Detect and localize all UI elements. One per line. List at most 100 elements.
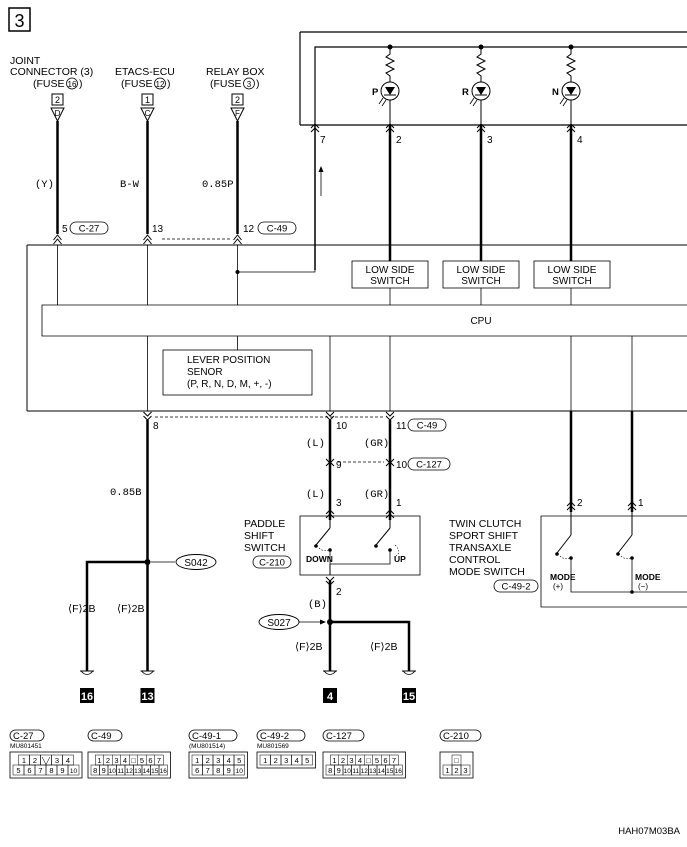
- svg-text:C-127: C-127: [416, 460, 442, 471]
- connector-pin: 4: [123, 756, 127, 765]
- svg-text:C-27: C-27: [79, 224, 100, 235]
- connector-label: C-210: [443, 731, 469, 742]
- svg-text:SENOR: SENOR: [187, 367, 223, 378]
- pin-label: 10: [396, 460, 408, 471]
- connector-tag-c27: C-27: [69, 221, 109, 235]
- connector-pin: 4: [295, 756, 299, 765]
- fuse-number: 3: [247, 80, 252, 89]
- pin-number: 2: [235, 95, 240, 105]
- triangle-letter: D: [55, 109, 61, 118]
- splice-dot: [144, 559, 151, 565]
- connector-pin: 7: [206, 766, 210, 775]
- wire-color: (Y): [35, 179, 54, 191]
- connector-pin: 2: [206, 756, 210, 765]
- mode-switch: TWIN CLUTCH SPORT SHIFT TRANSAXLE CONTRO…: [449, 512, 687, 608]
- connector-pin: 3: [349, 756, 353, 765]
- connector-pin: 11: [117, 768, 124, 775]
- connector-pin: 1: [263, 756, 267, 765]
- svg-text:(P, R, N, D, M, +, -): (P, R, N, D, M, +, -): [187, 379, 272, 390]
- svg-text:16: 16: [81, 691, 93, 703]
- svg-text:13: 13: [141, 691, 153, 703]
- connector-pin: 6: [148, 756, 152, 765]
- triangle-letter: C: [145, 109, 151, 118]
- svg-text:SPORT SHIFT: SPORT SHIFT: [449, 530, 519, 542]
- pin-label: 3: [487, 135, 493, 146]
- svg-text:SWITCH: SWITCH: [244, 542, 285, 554]
- pin-box: [231, 93, 244, 106]
- splice-dot: [327, 619, 333, 625]
- connector-triangle: [230, 107, 245, 123]
- cpu-block: CPU: [41, 304, 687, 337]
- connector-pin: ╲╱: [41, 756, 51, 765]
- ground-4: 4: [323, 688, 337, 703]
- svg-text:CONTROL: CONTROL: [449, 554, 500, 566]
- fuse-label: (FUSE: [121, 78, 153, 90]
- pin-label: 13: [152, 224, 164, 235]
- svg-text:C-210: C-210: [259, 558, 285, 569]
- lever-position-sensor: LEVER POSITION SENOR (P, R, N, D, M, +, …: [162, 349, 313, 396]
- connector-pin: 3: [114, 756, 118, 765]
- svg-text:PADDLE: PADDLE: [244, 518, 285, 530]
- svg-text:TRANSAXLE: TRANSAXLE: [449, 542, 511, 554]
- svg-text:LOW SIDE: LOW SIDE: [366, 265, 415, 276]
- pin-chevrons-top: [53, 234, 242, 245]
- connector-pin: □: [131, 756, 136, 765]
- ecu-box: [26, 244, 687, 412]
- pin-box: [141, 93, 154, 106]
- svg-text:UP: UP: [394, 554, 406, 564]
- source-joint-connector: JOINT CONNECTOR (3) (FUSE 16 ) 2 D: [10, 55, 93, 123]
- connector-pin: 14: [378, 768, 386, 775]
- pin-chevrons-bottom: [143, 411, 395, 421]
- connector-pin: 10: [236, 768, 244, 775]
- connector-pin: 15: [151, 768, 159, 775]
- connector-pin: 9: [60, 766, 64, 775]
- connector-pin: 1: [332, 756, 336, 765]
- fuse-label: (FUSE: [210, 78, 242, 90]
- pin-label: 3: [336, 498, 342, 509]
- svg-text:SWITCH: SWITCH: [370, 276, 409, 287]
- connector-pin: 13: [134, 768, 142, 775]
- pin-label: 2: [336, 587, 342, 598]
- page-number: 3: [14, 11, 24, 31]
- connector-part-number: MU801569: [257, 743, 289, 750]
- indicator-wires: [310, 123, 576, 270]
- connector-pin: 7: [392, 756, 396, 765]
- connector-pin: 5: [375, 756, 379, 765]
- connector-pin: 11: [352, 768, 359, 775]
- connector-pin: 3: [463, 766, 467, 775]
- connector-tag-c49-mid: C-49: [407, 418, 447, 432]
- pin-label: 5: [62, 224, 68, 235]
- fuse-number: 12: [156, 80, 165, 89]
- pin-label: 11: [396, 421, 407, 432]
- ecu-internal-wires: [57, 245, 633, 411]
- svg-text:S027: S027: [267, 618, 291, 629]
- svg-text:): ): [79, 78, 83, 90]
- connector-pin: 16: [395, 768, 403, 775]
- connector-pin: 9: [337, 766, 341, 775]
- pin-label: 1: [638, 498, 644, 509]
- connector-pin: 12: [126, 768, 134, 775]
- connector-pin: 7: [157, 756, 161, 765]
- source-name: RELAY BOX: [206, 66, 265, 78]
- connector-pin: 3: [284, 756, 288, 765]
- source-name: JOINT: [10, 55, 41, 67]
- connector-pin: 2: [274, 756, 278, 765]
- connector-pin: □: [454, 756, 459, 765]
- connector-pin: 2: [454, 766, 458, 775]
- connector-pin: 14: [143, 768, 151, 775]
- connector-label: C-49: [91, 731, 112, 742]
- pin-box: [51, 93, 64, 106]
- svg-text:DOWN: DOWN: [306, 554, 333, 564]
- connector-pin: □: [366, 756, 371, 765]
- source-relay-box: RELAY BOX (FUSE 3 ) 2 F: [206, 66, 265, 123]
- pin-label: 2: [396, 135, 402, 146]
- connector-pin: 5: [237, 756, 241, 765]
- source-name: ETACS-ECU: [115, 66, 175, 78]
- svg-text:LOW SIDE: LOW SIDE: [457, 265, 506, 276]
- svg-text:MODE: MODE: [550, 572, 576, 582]
